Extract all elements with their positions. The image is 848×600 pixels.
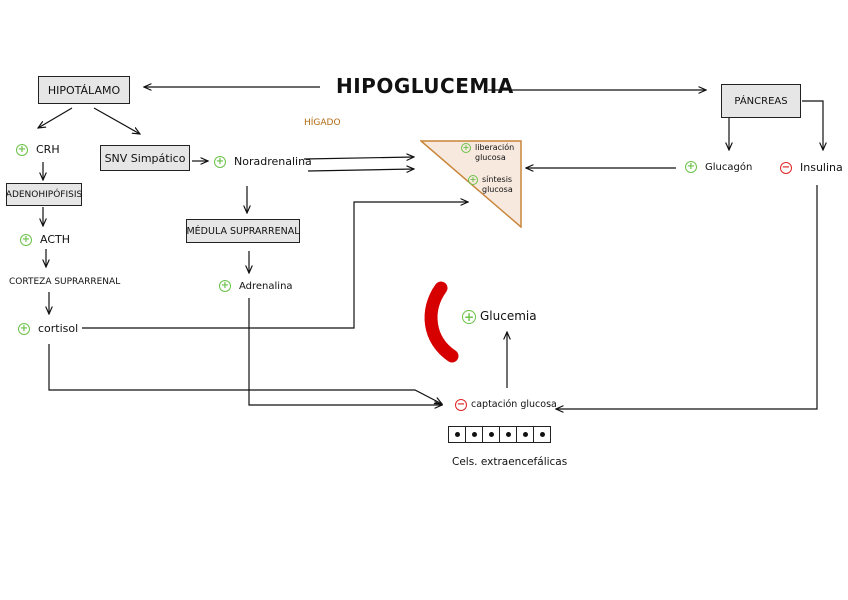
glycemia-arc-mark <box>424 281 459 363</box>
minus-icon: − <box>455 398 467 411</box>
captacion-node: −captación glucosa <box>455 398 557 412</box>
hipotalamo-label: HIPOTÁLAMO <box>47 83 121 97</box>
arrow-hipotalamo-snv <box>93 107 140 134</box>
insulina-label: Insulina <box>800 161 843 174</box>
medula-box: MÉDULA SUPRARRENAL <box>186 219 300 243</box>
cell <box>466 427 483 442</box>
nucleus-dot <box>505 432 511 437</box>
nucleus-dot <box>539 432 545 437</box>
captacion-label: captación glucosa <box>471 399 557 410</box>
noradrenalina-label: Noradrenalina <box>234 155 312 168</box>
glucemia-label: Glucemia <box>480 309 537 323</box>
hipotalamo-box: HIPOTÁLAMO <box>38 76 130 104</box>
snv-label: SNV Simpático <box>104 151 186 165</box>
snv-box: SNV Simpático <box>100 145 190 171</box>
plus-icon: + <box>18 323 30 335</box>
nucleus-dot <box>522 432 528 437</box>
arrow-noradrenalina-liver-1 <box>303 157 414 159</box>
cell <box>500 427 517 442</box>
diagram-title: HIPOGLUCEMIA <box>336 74 514 98</box>
arrow-adrenalina-captacion <box>248 298 442 405</box>
cell <box>449 427 466 442</box>
plus-icon: + <box>20 234 32 246</box>
plus-icon: + <box>462 309 476 324</box>
plus-icon: + <box>468 175 478 185</box>
insulina-node: −Insulina <box>780 161 843 175</box>
liberacion-label: liberación glucosa <box>475 143 515 162</box>
minus-icon: − <box>780 162 792 174</box>
cortisol-label: cortisol <box>38 322 79 335</box>
glucemia-node: + Glucemia <box>462 309 537 324</box>
arrow-cortisol-liver <box>82 202 468 329</box>
plus-icon: + <box>16 144 28 156</box>
adrenalina-label: Adrenalina <box>239 281 293 292</box>
nucleus-dot <box>454 432 460 437</box>
adenohipofisis-box: ADENOHIPÓFISIS <box>6 183 82 206</box>
plus-icon: + <box>214 156 226 168</box>
arrow-noradrenalina-liver-2 <box>307 169 414 171</box>
liberacion-node: + liberación glucosa <box>461 143 519 163</box>
acth-node: + ACTH <box>20 233 70 247</box>
cels-label: Cels. extraencefálicas <box>452 456 568 468</box>
cell-row <box>448 426 551 443</box>
cell <box>517 427 534 442</box>
cortisol-node: + cortisol <box>18 322 78 336</box>
cell <box>483 427 500 442</box>
medula-label: MÉDULA SUPRARRENAL <box>186 225 300 237</box>
arrow-insulina-captacion <box>556 185 818 409</box>
plus-icon: + <box>219 280 231 292</box>
nucleus-dot <box>471 432 477 437</box>
adrenalina-node: + Adrenalina <box>219 280 293 294</box>
adenohipofisis-label: ADENOHIPÓFISIS <box>5 189 83 200</box>
acth-label: ACTH <box>40 233 71 246</box>
sintesis-label: síntesis glucosa <box>482 175 513 194</box>
corteza-label: CORTEZA SUPRARRENAL <box>9 277 121 287</box>
pancreas-box: PÁNCREAS <box>721 84 801 118</box>
glucagon-label: Glucagón <box>705 162 753 173</box>
cell <box>534 427 550 442</box>
plus-icon: + <box>461 143 471 153</box>
sintesis-node: + síntesis glucosa <box>468 175 522 195</box>
higado-label: HÍGADO <box>304 118 341 128</box>
arrow-pancreas-insulina <box>802 100 823 150</box>
nucleus-dot <box>488 432 494 437</box>
pancreas-label: PÁNCREAS <box>734 95 788 107</box>
crh-label: CRH <box>36 143 60 156</box>
arrow-hipotalamo-crh <box>38 107 73 128</box>
crh-node: + CRH <box>16 143 60 157</box>
arrow-cortisol-captacion <box>48 344 442 404</box>
noradrenalina-node: + Noradrenalina <box>214 155 312 169</box>
glucagon-node: + Glucagón <box>685 161 752 175</box>
plus-icon: + <box>685 161 697 173</box>
